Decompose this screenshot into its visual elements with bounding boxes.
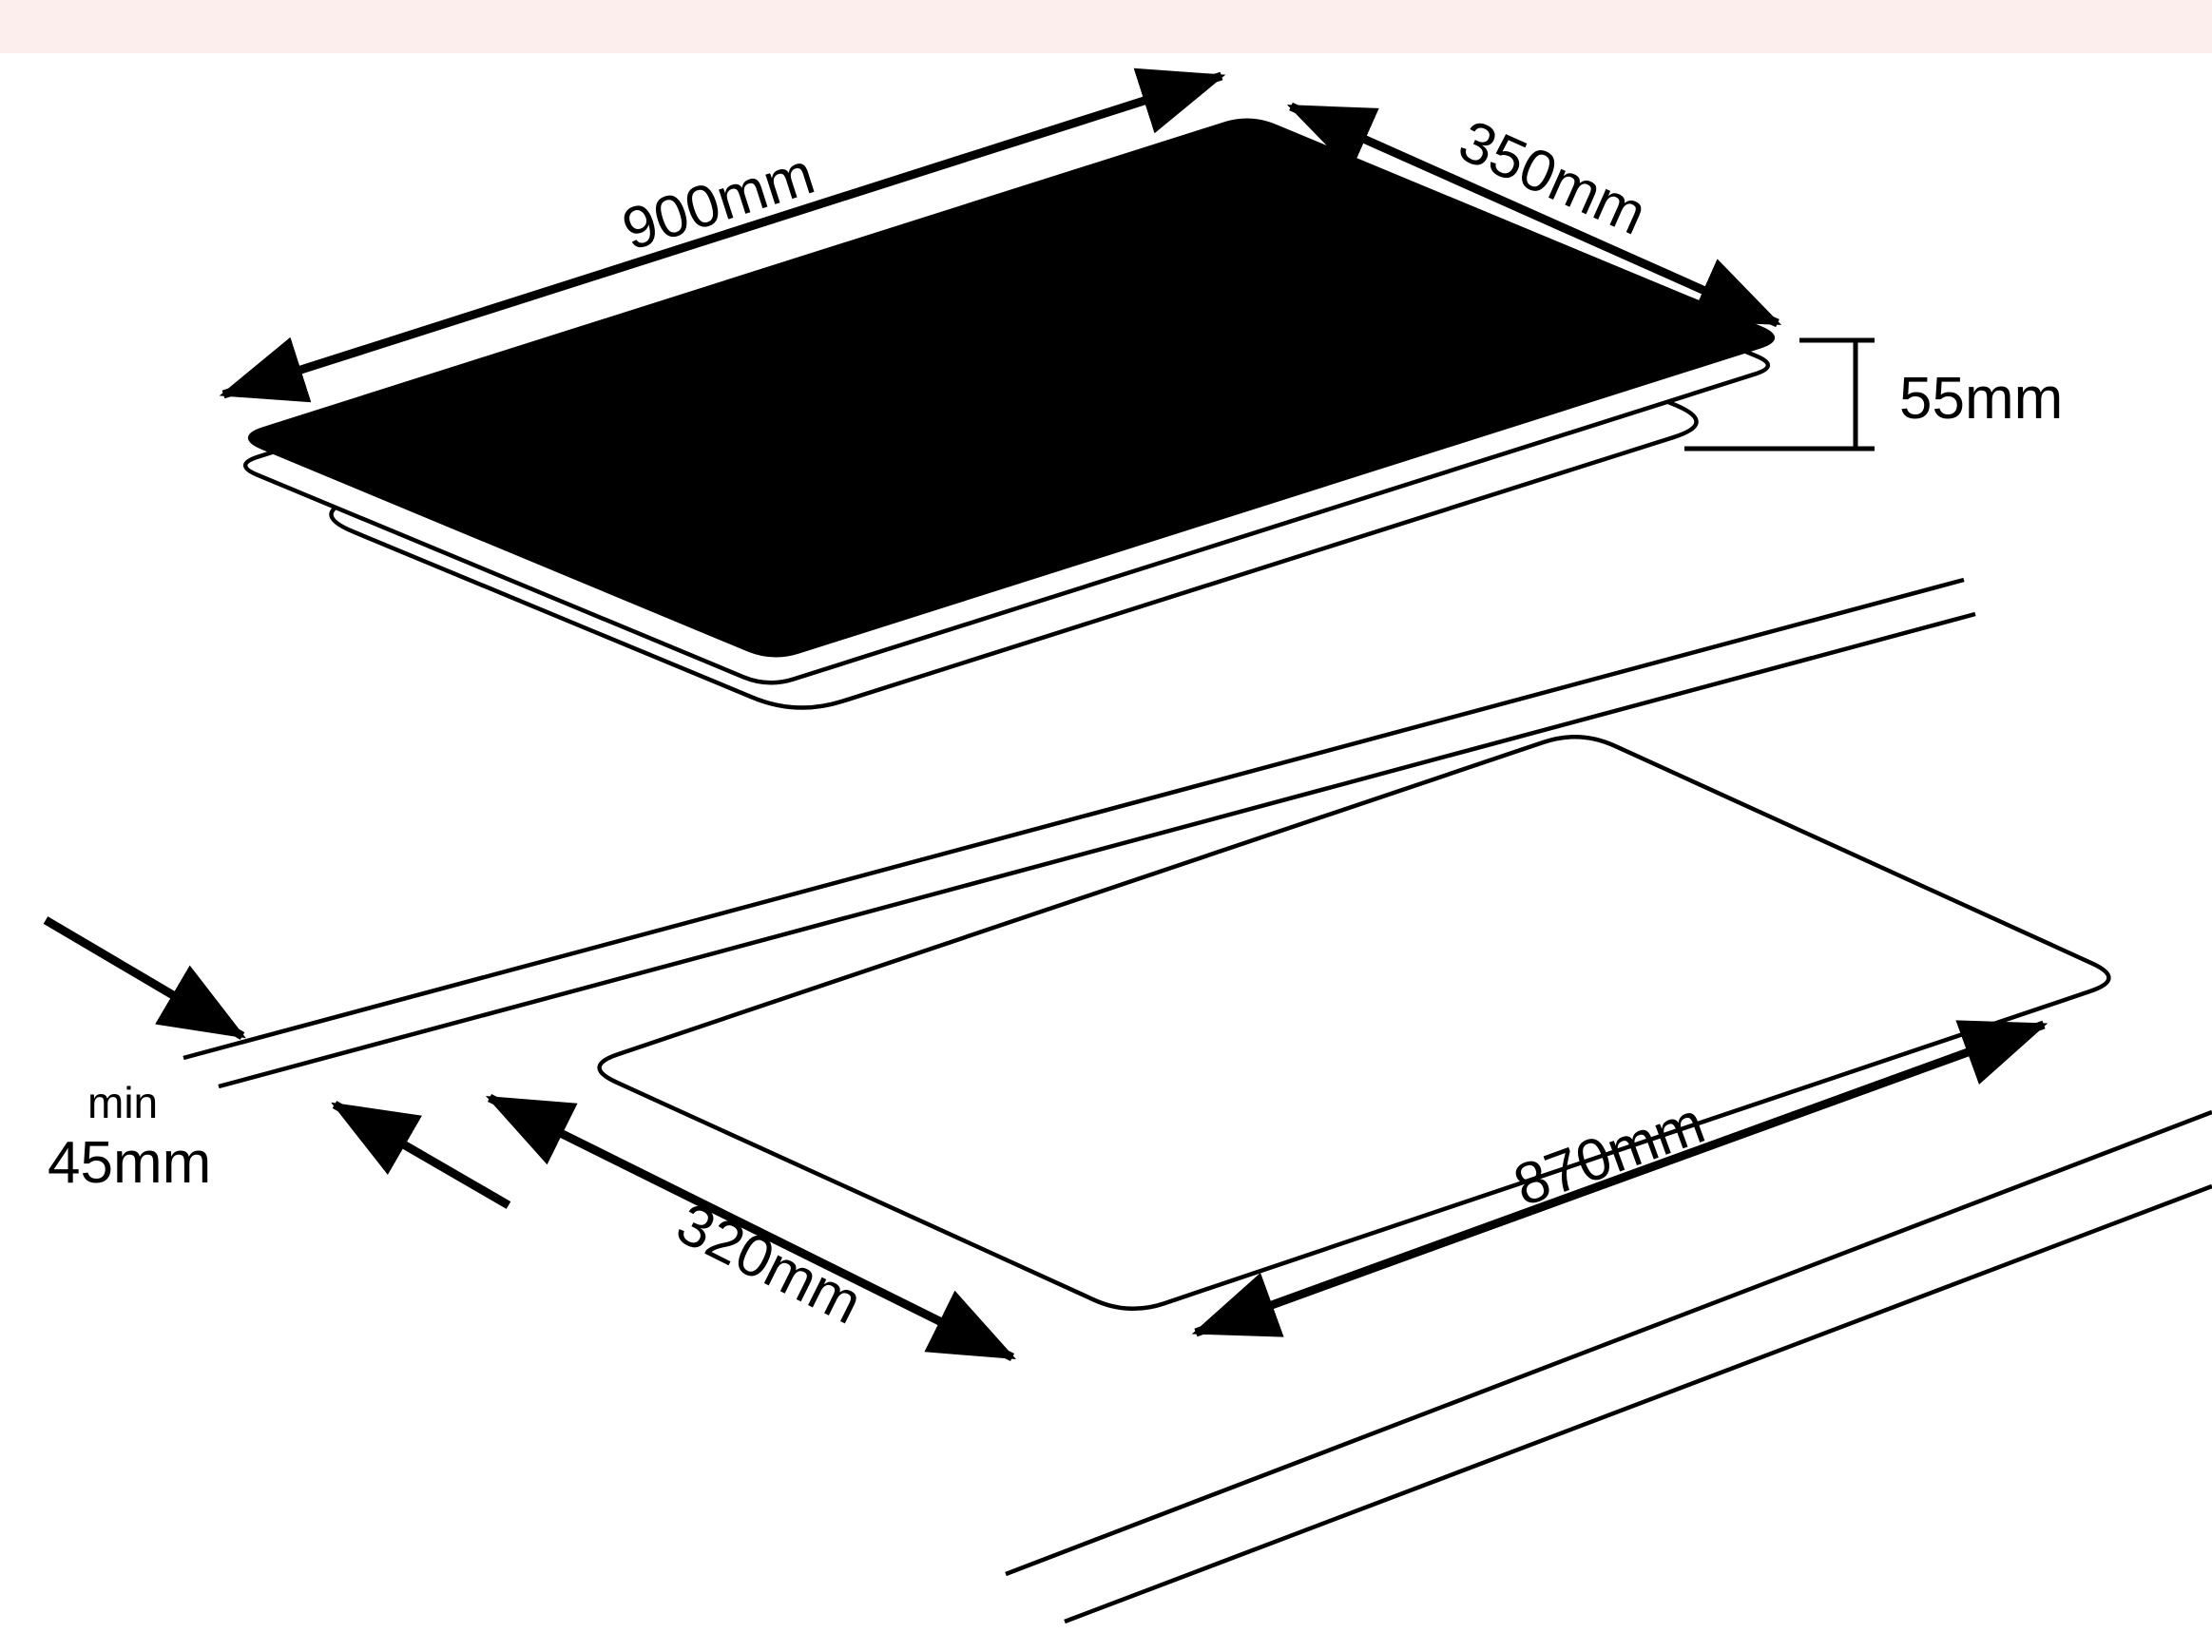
countertop-cutout-view (183, 577, 2212, 1624)
clearance-arrow-lower (331, 1101, 511, 1209)
clearance-label-min: min (87, 1078, 158, 1127)
dimension-55mm: 55mm (1684, 337, 2063, 451)
dimension-arrow-870mm (1191, 1020, 2049, 1337)
countertop-back-edge-inner (218, 611, 1976, 1089)
dimension-label-900mm: 900mm (615, 141, 822, 263)
dimension-label-45mm: 45mm (48, 1130, 211, 1196)
clearance-arrow-upper (43, 916, 246, 1040)
dimension-arrow-900mm (219, 67, 1226, 403)
dimension-arrow-350mm (1286, 102, 1782, 328)
cutout-opening (597, 734, 2111, 1312)
dimension-arrow-320mm (485, 1093, 1017, 1362)
dimension-min-45mm: min 45mm (43, 916, 511, 1209)
page-top-strip (0, 0, 2212, 53)
dimension-label-320mm: 320mm (666, 1191, 872, 1337)
countertop-back-edge-outer (183, 577, 1965, 1061)
dimension-label-55mm: 55mm (1899, 366, 2063, 432)
